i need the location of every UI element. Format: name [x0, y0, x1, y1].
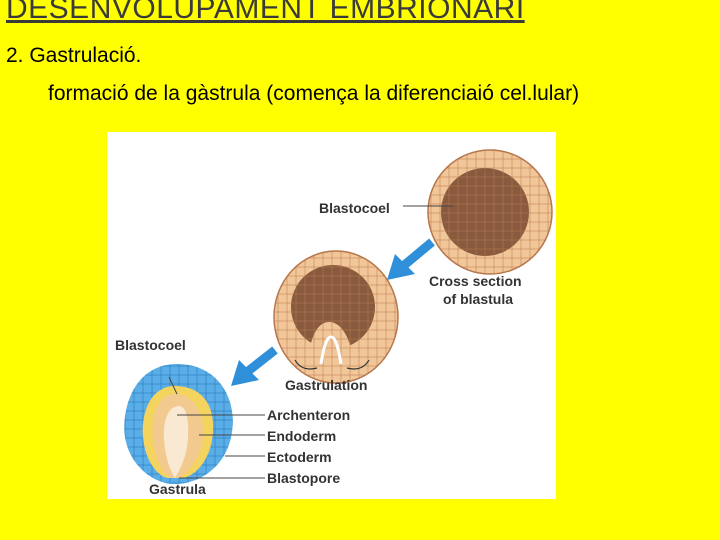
- label-gastrula: Gastrula: [149, 481, 206, 497]
- embryo-figure: Blastocoel Cross section of blastula Bla…: [107, 132, 556, 499]
- label-ectoderm: Ectoderm: [267, 449, 332, 465]
- arrow-to-gastrulation: [387, 238, 435, 280]
- blastocoel-left-pointer: [168, 376, 178, 395]
- blastula-cross-section: [427, 149, 553, 275]
- gastrula-embryo: [124, 364, 233, 484]
- slide-title: DESENVOLUPAMENT EMBRIONARI: [6, 0, 525, 25]
- bullet-point: 2. Gastrulació.: [6, 44, 142, 67]
- label-gastrulation: Gastrulation: [285, 377, 368, 393]
- label-blastocoel-left: Blastocoel: [115, 337, 186, 353]
- label-blastocoel-top: Blastocoel: [319, 200, 390, 216]
- label-endoderm: Endoderm: [267, 428, 337, 444]
- embryo-illustration: [124, 149, 553, 484]
- label-cross-section: Cross section: [429, 273, 522, 289]
- gastrulation-embryo: [273, 250, 399, 384]
- label-blastopore: Blastopore: [267, 470, 341, 486]
- label-archenteron: Archenteron: [267, 407, 351, 423]
- gastrulation-arrow-right: [346, 359, 370, 370]
- label-of-blastula: of blastula: [443, 291, 514, 307]
- sub-bullet-point: formació de la gàstrula (comença la dife…: [48, 82, 580, 105]
- arrow-to-gastrula: [231, 346, 278, 386]
- gastrulation-arrow-left: [294, 359, 318, 370]
